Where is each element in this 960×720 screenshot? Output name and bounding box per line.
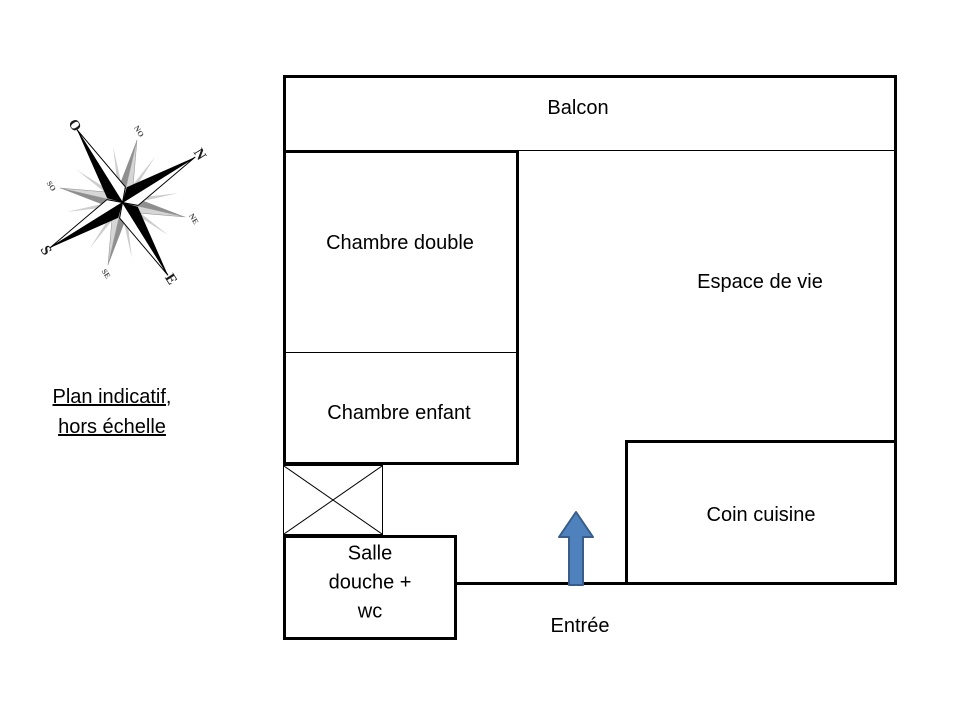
label-coin-cuisine: Coin cuisine: [706, 504, 816, 526]
compass-label-south: S: [37, 243, 55, 258]
label-chambre-double: Chambre double: [326, 232, 474, 254]
compass-cardinal-points: [49, 129, 196, 276]
room-coin-cuisine: [625, 440, 897, 585]
entrance-arrow-icon: [558, 511, 594, 586]
balcony-divider-line: [519, 150, 897, 151]
label-salle-douche-line1: Salle: [347, 542, 393, 565]
compass-label-southwest: SO: [45, 179, 58, 193]
scale-note-line2: hors échelle: [58, 416, 166, 438]
label-salle-douche-line2: douche +: [328, 571, 412, 594]
compass-label-east: E: [161, 271, 180, 288]
label-salle-douche-line3: wc: [357, 600, 383, 623]
compass-label-southeast: SE: [100, 267, 113, 280]
compass-rose-icon: N E S O NE SE SO NO: [37, 117, 210, 288]
compass-label-north: N: [190, 146, 209, 164]
wall-right: [894, 75, 897, 585]
storage-crossed-box: [283, 465, 383, 535]
label-espace-de-vie: Espace de vie: [697, 271, 823, 293]
scale-note-line1: Plan indicatif,: [52, 386, 172, 408]
compass-label-west: O: [65, 117, 85, 135]
scale-note: Plan indicatif, hors échelle: [53, 382, 172, 442]
label-salle-douche: Salle douche + wc: [329, 540, 412, 627]
room-bedrooms-block: [283, 150, 519, 465]
bedrooms-divider-line: [283, 352, 519, 353]
crossed-box-x-icon: [283, 465, 383, 535]
entrance-arrow-shape: [558, 511, 594, 586]
room-salle-douche: [283, 535, 457, 640]
label-balcon: Balcon: [547, 97, 609, 119]
compass-label-northwest: NO: [132, 124, 146, 139]
label-chambre-enfant: Chambre enfant: [327, 402, 471, 424]
wall-top: [283, 75, 897, 78]
compass-label-northeast: NE: [187, 212, 200, 226]
label-entree: Entrée: [550, 615, 610, 637]
